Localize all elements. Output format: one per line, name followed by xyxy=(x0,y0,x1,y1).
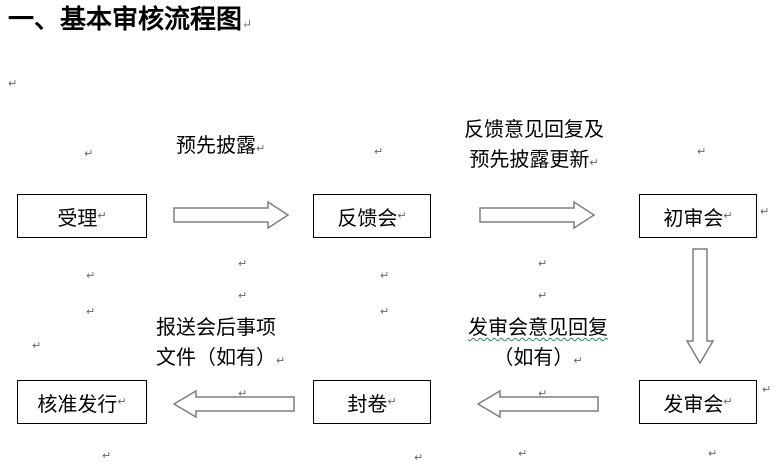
title-text: 一、基本审核流程图 xyxy=(8,5,243,35)
edge-label-feedback-reply: 反馈意见回复及 预先披露更新↵ xyxy=(444,114,624,174)
paragraph-mark: ↵ xyxy=(97,209,107,222)
edge-label-line: 反馈意见回复及 xyxy=(464,117,604,141)
paragraph-mark: ↵ xyxy=(276,354,286,367)
paragraph-mark: ↵ xyxy=(86,305,96,318)
paragraph-mark: ↵ xyxy=(387,395,397,408)
paragraph-mark: ↵ xyxy=(242,17,253,31)
arrow-right-icon xyxy=(173,200,290,230)
paragraph-mark: ↵ xyxy=(589,156,599,169)
node-issuance-review-label: 发审会 xyxy=(663,391,724,416)
paragraph-mark: ↵ xyxy=(538,289,548,302)
edge-label-line: （如有） xyxy=(493,345,574,369)
arrow-left-icon xyxy=(172,389,295,419)
paragraph-mark: ↵ xyxy=(397,209,407,222)
node-initial-review: 初审会↵ xyxy=(639,194,757,238)
paragraph-mark: ↵ xyxy=(380,269,390,282)
node-archiving: 封卷↵ xyxy=(313,380,431,424)
node-acceptance: 受理↵ xyxy=(17,194,147,238)
paragraph-mark: ↵ xyxy=(697,145,707,158)
node-archiving-label: 封卷 xyxy=(347,391,388,416)
paragraph-mark: ↵ xyxy=(238,387,248,400)
paragraph-mark: ↵ xyxy=(762,383,772,396)
paragraph-mark: ↵ xyxy=(256,142,266,155)
paragraph-mark: ↵ xyxy=(32,339,42,352)
paragraph-mark: ↵ xyxy=(374,145,384,158)
edge-label-line: 报送会后事项 xyxy=(156,315,276,339)
paragraph-mark: ↵ xyxy=(8,77,18,90)
paragraph-mark: ↵ xyxy=(102,449,112,462)
paragraph-mark: ↵ xyxy=(518,447,528,460)
edge-label-line: 发审会意见回复 xyxy=(468,315,608,339)
paragraph-mark: ↵ xyxy=(573,354,583,367)
paragraph-mark: ↵ xyxy=(380,305,390,318)
node-approval-label: 核准发行 xyxy=(37,391,118,416)
arrow-down-icon xyxy=(685,248,715,365)
paragraph-mark: ↵ xyxy=(84,147,94,160)
paragraph-mark: ↵ xyxy=(723,395,733,408)
node-feedback-meeting: 反馈会↵ xyxy=(313,194,431,238)
paragraph-mark: ↵ xyxy=(238,257,248,270)
node-issuance-review: 发审会↵ xyxy=(639,380,757,424)
paragraph-mark: ↵ xyxy=(86,269,96,282)
edge-label-text: 预先披露 xyxy=(176,133,256,157)
paragraph-mark: ↵ xyxy=(238,289,248,302)
arrow-right-icon xyxy=(479,200,596,230)
node-feedback-meeting-label: 反馈会 xyxy=(337,205,398,230)
edge-label-post-matters: 报送会后事项 文件（如有）↵ xyxy=(156,312,326,372)
node-approval: 核准发行↵ xyxy=(17,380,147,424)
paragraph-mark: ↵ xyxy=(414,451,424,464)
page-title: 一、基本审核流程图↵ xyxy=(8,2,252,38)
arrow-left-icon xyxy=(476,389,599,419)
paragraph-mark: ↵ xyxy=(538,387,548,400)
edge-label-pre-disclosure: 预先披露↵ xyxy=(176,130,265,160)
node-initial-review-label: 初审会 xyxy=(663,205,724,230)
paragraph-mark: ↵ xyxy=(117,395,127,408)
paragraph-mark: ↵ xyxy=(708,447,718,460)
edge-label-issuance-reply: 发审会意见回复 （如有）↵ xyxy=(448,312,628,372)
edge-label-line: 预先披露更新 xyxy=(469,147,590,171)
paragraph-mark: ↵ xyxy=(723,209,733,222)
paragraph-mark: ↵ xyxy=(760,205,770,218)
edge-label-line: 文件（如有） xyxy=(156,345,276,369)
paragraph-mark: ↵ xyxy=(538,257,548,270)
node-acceptance-label: 受理 xyxy=(57,205,98,230)
